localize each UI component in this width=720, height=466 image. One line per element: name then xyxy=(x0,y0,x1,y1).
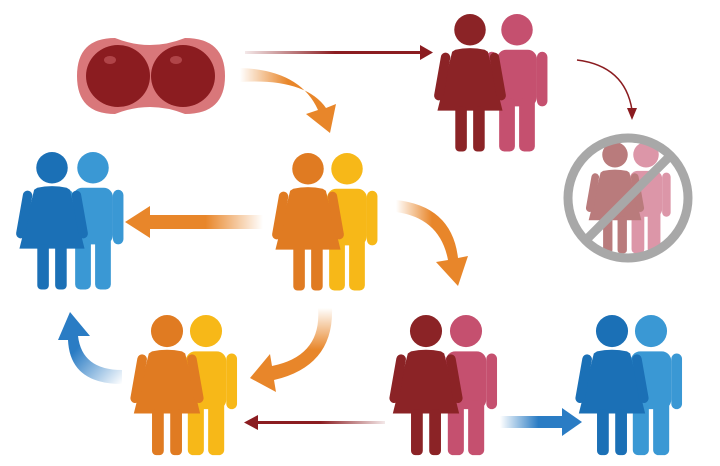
arrow-orange-to-orange-bottom xyxy=(250,308,333,392)
arrow-red-bottom-to-orange-bottom xyxy=(244,415,385,430)
couple-icon-orange-bottom xyxy=(129,315,238,456)
couple-icon-blue-right xyxy=(574,315,683,456)
arrow-cell-to-red-couple xyxy=(245,45,433,60)
prohibited-icon xyxy=(563,133,693,263)
arrow-orange-to-red-bottom xyxy=(396,200,468,286)
arrow-orange-bottom-to-blue-left xyxy=(58,312,122,384)
couple-icon-dark-red-bottom xyxy=(388,315,498,456)
couple-icon-blue-left xyxy=(15,152,124,290)
arrow-red-couple-to-prohibited xyxy=(576,59,637,120)
arrow-red-bottom-to-blue-right xyxy=(500,408,582,436)
cell-icon xyxy=(77,38,225,114)
arrow-cell-to-orange-couple xyxy=(240,68,336,133)
couple-icon-dark-red-top xyxy=(433,14,548,152)
arrow-orange-to-blue-left xyxy=(125,206,263,238)
couple-icon-orange-middle xyxy=(271,153,378,291)
